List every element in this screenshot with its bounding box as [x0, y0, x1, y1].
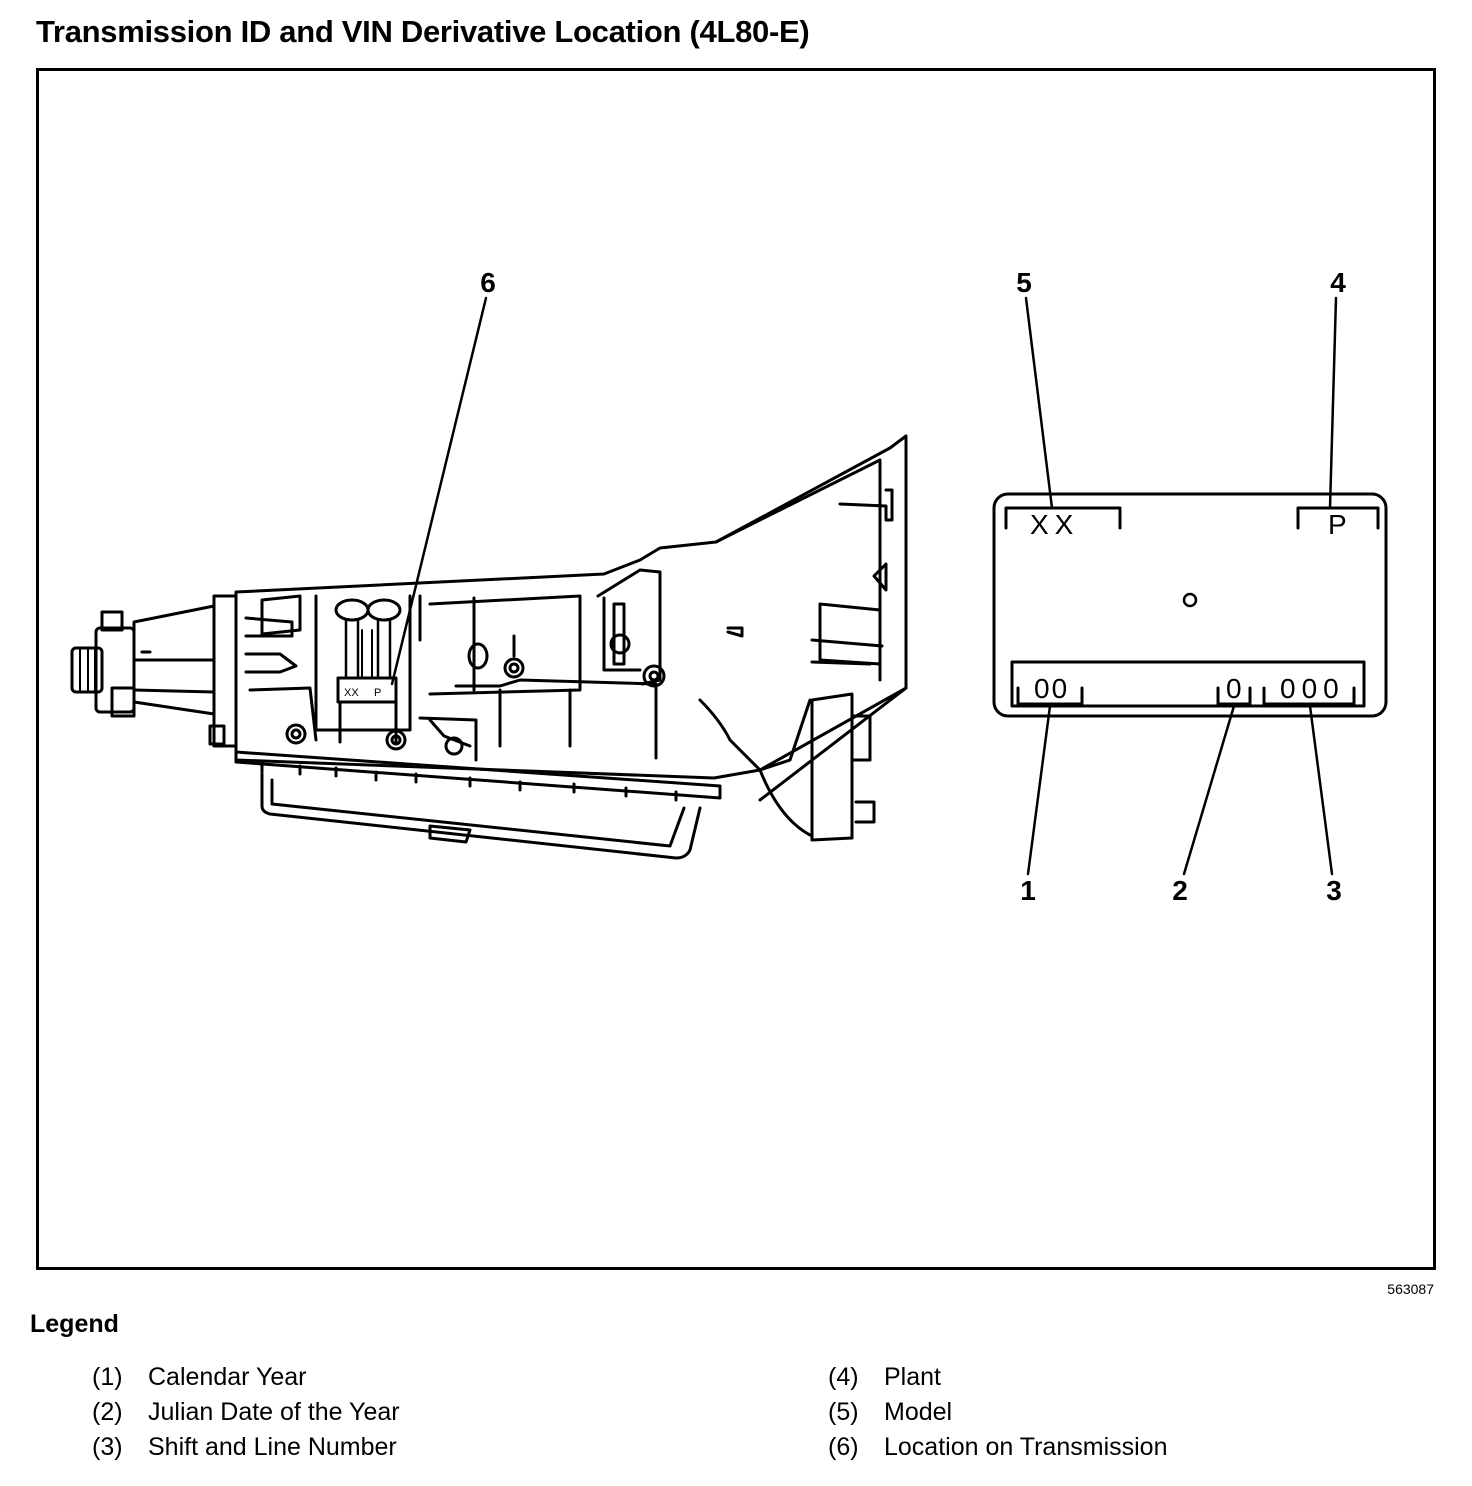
- callout-5: 5: [1016, 267, 1032, 298]
- plate-model-text: XX: [1030, 509, 1079, 540]
- legend-number: (2): [92, 1398, 123, 1426]
- legend-label: Plant: [884, 1363, 941, 1391]
- legend-column-left: (1) Calendar Year (2) Julian Date of the Y…: [92, 1360, 400, 1465]
- page-title: Transmission ID and VIN Derivative Locat…: [36, 14, 810, 49]
- legend-item: (1) Calendar Year: [92, 1360, 400, 1395]
- legend-number: (1): [92, 1363, 123, 1391]
- legend-label: Julian Date of the Year: [148, 1398, 400, 1426]
- callout-3: 3: [1326, 875, 1342, 906]
- callout-4: 4: [1330, 267, 1346, 298]
- legend-label: Calendar Year: [148, 1363, 307, 1391]
- legend-label: Model: [884, 1398, 953, 1426]
- callout-2: 2: [1172, 875, 1188, 906]
- legend-label: Location on Transmission: [884, 1433, 1168, 1461]
- legend-label: Shift and Line Number: [148, 1433, 397, 1461]
- plate-year-text: 00: [1034, 673, 1069, 704]
- figure-number: 563087: [1387, 1281, 1434, 1297]
- legend-number: (5): [828, 1398, 859, 1426]
- legend-number: (6): [828, 1433, 859, 1461]
- vin-label-plate: [992, 492, 1388, 718]
- leader-lines: [390, 296, 1338, 876]
- plate-plant-text: P: [1328, 509, 1347, 540]
- legend-item: (3) Shift and Line Number: [92, 1430, 400, 1465]
- legend-column-right: (4) Plant (5) Model (6) Location on Transmi…: [828, 1360, 1167, 1465]
- callout-6: 6: [480, 267, 496, 298]
- figure-frame: XX P: [36, 68, 1436, 1270]
- plate-julian-text: 0: [1226, 673, 1242, 704]
- legend-item: (6) Location on Transmission: [828, 1430, 1167, 1465]
- legend-number: (3): [92, 1433, 123, 1461]
- tag-plant-text: P: [374, 687, 381, 699]
- tag-model-text: XX: [344, 687, 359, 699]
- legend-number: (4): [828, 1363, 859, 1391]
- legend-item: (4) Plant: [828, 1360, 1167, 1395]
- legend-item: (5) Model: [828, 1395, 1167, 1430]
- plate-shift-line-text: 000: [1280, 673, 1345, 704]
- callout-1: 1: [1020, 875, 1036, 906]
- diagram-canvas: XX P: [70, 267, 1388, 906]
- legend-heading: Legend: [30, 1310, 119, 1338]
- transmission-illustration: XX P: [70, 434, 908, 860]
- legend-item: (2) Julian Date of the Year: [92, 1395, 400, 1430]
